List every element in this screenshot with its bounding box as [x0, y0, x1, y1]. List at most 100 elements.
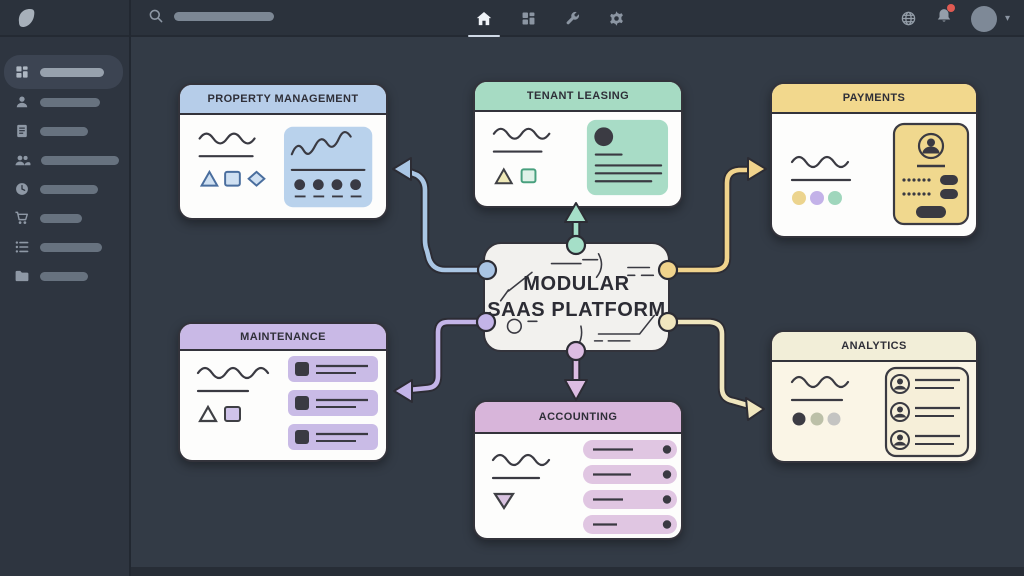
card-title: ACCOUNTING	[538, 411, 618, 423]
card-header: ACCOUNTING	[475, 402, 681, 434]
sidebar-item-files[interactable]	[4, 261, 123, 291]
label-placeholder-bar	[40, 67, 104, 77]
hub-node-modular-saas-platform[interactable]: MODULAR SAAS PLATFORM	[483, 242, 670, 352]
arrowhead-left	[392, 157, 412, 181]
node-card-analytics[interactable]: ANALYTICS	[770, 330, 978, 463]
sidebar-divider	[129, 0, 131, 576]
shapes-row	[199, 169, 266, 187]
user-rows	[890, 374, 960, 450]
node-card-accounting[interactable]: ACCOUNTING	[473, 400, 683, 540]
notification-badge	[946, 4, 955, 12]
ledger-rows	[583, 440, 677, 534]
notifications-button[interactable]	[935, 4, 955, 30]
wrench-icon	[566, 11, 579, 25]
tab-dashboard[interactable]	[506, 0, 550, 37]
document-icon	[17, 124, 27, 138]
color-dots	[792, 191, 842, 205]
pay-pill	[916, 206, 946, 218]
app-logo-icon[interactable]	[14, 6, 38, 30]
dotted-row	[902, 175, 958, 185]
label-placeholder-bar	[41, 155, 119, 165]
users-icon	[15, 155, 31, 165]
arrowhead-down	[564, 379, 588, 401]
card-title: MAINTENANCE	[240, 330, 326, 343]
card-header: TENANT LEASING	[475, 82, 681, 112]
wavy-line	[491, 453, 551, 467]
color-dots	[792, 412, 841, 426]
gear-icon	[609, 11, 623, 26]
person-icon	[917, 132, 945, 160]
card-body	[180, 115, 386, 218]
search-icon	[149, 9, 163, 23]
triangle-shape	[198, 404, 218, 423]
list-icon	[15, 241, 29, 253]
sidebar-item-profile[interactable]	[4, 87, 123, 117]
node-card-maintenance[interactable]: MAINTENANCE	[178, 322, 388, 462]
bell-icon	[937, 9, 951, 22]
topbar-nav-tabs	[462, 0, 638, 37]
arrowhead-right	[745, 397, 765, 421]
grid-icon	[16, 66, 28, 78]
sidebar-item-documents[interactable]	[4, 116, 123, 146]
avatar[interactable]	[970, 5, 997, 32]
connector-analytics	[666, 319, 750, 408]
card-title: TENANT LEASING	[526, 90, 630, 102]
dotted-row	[902, 189, 958, 199]
card-header: PROPERTY MANAGEMENT	[180, 85, 386, 115]
label-placeholder-bar	[40, 184, 98, 194]
trend-line	[290, 130, 352, 156]
label-placeholder-bar	[40, 271, 88, 281]
card-body	[772, 362, 976, 461]
square-shape	[520, 168, 537, 184]
task-rows	[288, 356, 378, 450]
label-placeholder-bar	[40, 213, 82, 223]
card-body	[475, 434, 681, 538]
triangle-shape	[494, 167, 514, 185]
wavy-line	[198, 132, 256, 145]
triangle-down-shape	[492, 492, 516, 511]
cart-icon	[15, 211, 28, 224]
card-header: MAINTENANCE	[180, 324, 386, 351]
avatar-dot	[594, 127, 614, 147]
chevron-down-icon[interactable]: ▾	[1004, 13, 1010, 24]
card-body	[180, 351, 386, 460]
card-body	[475, 112, 681, 206]
label-placeholder-bar	[40, 126, 88, 136]
topbar: ▾	[0, 0, 1024, 37]
clock-icon	[16, 183, 28, 195]
card-title: PROPERTY MANAGEMENT	[207, 93, 359, 105]
sidebar-item-dashboard[interactable]	[4, 55, 123, 89]
card-title: PAYMENTS	[842, 92, 906, 104]
wavy-line	[196, 366, 270, 380]
card-body	[772, 114, 976, 236]
card-title: ANALYTICS	[841, 340, 907, 352]
user-icon	[16, 96, 28, 108]
tab-tools[interactable]	[550, 0, 594, 37]
node-card-tenant-leasing[interactable]: TENANT LEASING	[473, 80, 683, 208]
card-header: PAYMENTS	[772, 84, 976, 114]
bottom-strip	[130, 567, 1024, 576]
wavy-line	[790, 155, 850, 169]
sidebar-item-history[interactable]	[4, 174, 123, 204]
grid-icon	[522, 12, 534, 25]
search-input[interactable]	[148, 8, 274, 24]
card-header: ANALYTICS	[772, 332, 976, 362]
wavy-line	[492, 127, 551, 140]
home-icon	[476, 11, 492, 25]
arrowhead-left	[393, 379, 413, 403]
search-placeholder-bar	[174, 11, 274, 21]
globe-icon[interactable]	[900, 10, 917, 27]
sidebar-item-team[interactable]	[4, 145, 123, 175]
hub-title: MODULAR SAAS PLATFORM	[487, 273, 666, 321]
sidebar-item-orders[interactable]	[4, 203, 123, 233]
node-card-property-management[interactable]: PROPERTY MANAGEMENT	[178, 83, 388, 220]
arrowhead-right	[747, 157, 767, 181]
sidebar-item-lists[interactable]	[4, 232, 123, 262]
connector-maintenance	[405, 319, 488, 393]
square-shape	[224, 406, 241, 422]
topbar-right-cluster: ▾	[900, 0, 1010, 37]
sidebar	[0, 37, 130, 576]
node-card-payments[interactable]: PAYMENTS	[770, 82, 978, 238]
tab-settings[interactable]	[594, 0, 638, 37]
tab-home[interactable]	[462, 0, 506, 37]
